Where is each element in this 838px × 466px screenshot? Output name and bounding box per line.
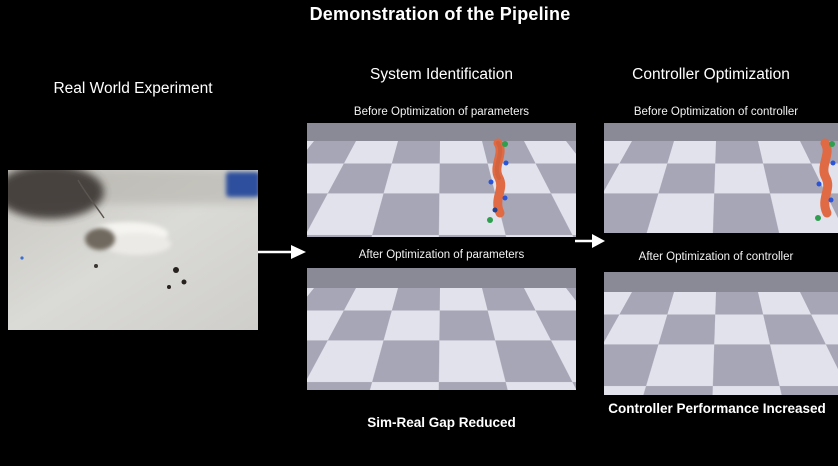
blue-marker (820, 341, 825, 346)
marker-dot (94, 264, 98, 268)
green-marker (506, 296, 512, 302)
fish-model (806, 296, 838, 388)
blue-marker (493, 208, 498, 213)
blue-marker (508, 316, 513, 321)
green-marker (502, 141, 508, 147)
blue-marker (504, 161, 509, 166)
checkerboard-floor (307, 268, 576, 288)
blue-marker (493, 335, 498, 340)
blue-marker (829, 198, 834, 203)
marker-dot (182, 280, 187, 285)
sim-before-params-panel (307, 123, 576, 237)
fish-model (802, 136, 838, 228)
sim-after-controller-panel (604, 272, 838, 395)
real-world-heading: Real World Experiment (8, 80, 258, 98)
blue-glint (20, 256, 23, 259)
blue-marker (832, 358, 837, 363)
blue-marker (489, 180, 494, 185)
before-params-label: Before Optimization of parameters (307, 106, 576, 118)
green-marker (487, 217, 493, 223)
green-marker (491, 372, 497, 378)
green-marker (818, 377, 824, 383)
sim-after-params-panel (307, 268, 576, 390)
robot-fish-head (85, 228, 115, 250)
controller-performance-caption: Controller Performance Increased (607, 400, 827, 418)
blue-marker (831, 161, 836, 166)
blue-clamp (226, 172, 258, 197)
green-marker (829, 141, 835, 147)
system-identification-heading: System Identification (307, 66, 576, 84)
after-params-label: After Optimization of parameters (307, 249, 576, 261)
slide-title: Demonstration of the Pipeline (40, 4, 838, 25)
marker-dot (173, 267, 179, 273)
controller-optimization-heading: Controller Optimization (596, 66, 826, 84)
blue-marker (834, 322, 838, 327)
real-world-video-frame (8, 170, 258, 330)
blue-marker (507, 351, 512, 356)
sim-before-controller-panel (604, 123, 838, 233)
blue-marker (503, 196, 508, 201)
blue-marker (817, 182, 822, 187)
marker-dot (167, 285, 171, 289)
fish-model (475, 136, 519, 228)
flow-arrow-icon (258, 243, 306, 261)
after-controller-label: After Optimization of controller (604, 251, 828, 263)
green-marker (832, 302, 838, 308)
checkerboard-floor (307, 123, 576, 141)
fish-model (480, 290, 524, 382)
before-controller-label: Before Optimization of controller (604, 106, 828, 118)
flow-arrow-icon (575, 232, 605, 250)
real-world-photo (8, 170, 258, 330)
green-marker (815, 215, 821, 221)
checkerboard-floor (604, 272, 838, 292)
sim-real-gap-caption: Sim-Real Gap Reduced (307, 415, 576, 430)
